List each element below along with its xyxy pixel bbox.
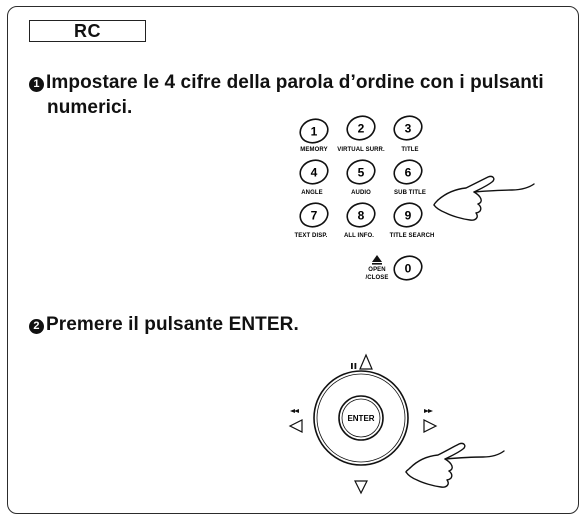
remote-control-tab-label: RC (74, 21, 101, 41)
keypad-button-5[interactable]: 5 AUDIO (344, 157, 378, 196)
keypad-button-7-number: 7 (311, 209, 318, 223)
keypad-button-3-label: TITLE (401, 147, 418, 153)
keypad-button-6[interactable]: 6 SUB TITLE (391, 157, 426, 196)
pause-up-arrow-icon[interactable] (351, 353, 373, 370)
keypad-button-2-number: 2 (358, 122, 365, 136)
keypad-button-1[interactable]: 1 MEMORY (297, 116, 331, 153)
keypad-button-6-number: 6 (405, 166, 412, 180)
keypad-button-1-number: 1 (311, 125, 318, 139)
keypad-button-3[interactable]: 3 TITLE (391, 113, 425, 153)
keypad-button-1-label: MEMORY (300, 147, 327, 153)
keypad-button-7-label: TEXT DISP. (295, 233, 328, 239)
step-2-text: Premere il pulsante ENTER. (46, 314, 299, 335)
keypad-button-3-number: 3 (405, 122, 412, 136)
fast-forward-right-arrow-icon[interactable] (423, 409, 438, 433)
keypad-button-9[interactable]: 9 TITLE SEARCH (390, 200, 435, 239)
keypad-button-8-label: ALL INFO. (344, 233, 374, 239)
enter-button-label: ENTER (347, 414, 374, 423)
keypad-button-8-number: 8 (358, 209, 365, 223)
keypad-button-2[interactable]: 2 VIRTUAL SURR. (337, 113, 385, 153)
keypad-button-2-label: VIRTUAL SURR. (337, 147, 385, 153)
open-label: OPEN (368, 267, 385, 273)
step-1-number-badge: 1 (29, 77, 44, 92)
down-arrow-icon[interactable] (354, 480, 368, 495)
keypad-button-5-label: AUDIO (351, 190, 371, 196)
enter-button[interactable]: ENTER (338, 395, 384, 441)
eject-icon-base (372, 263, 382, 265)
instruction-panel-frame (7, 6, 579, 514)
pointing-hand-icon (433, 175, 535, 221)
pointing-hand-icon (405, 442, 505, 488)
remote-control-tab: RC (29, 20, 146, 42)
keypad-button-0[interactable]: 0 (391, 253, 425, 284)
step-1-text-line-2: numerici. (47, 97, 133, 118)
open-close-button-label[interactable]: OPEN /CLOSE (366, 255, 389, 281)
keypad-button-4-number: 4 (311, 166, 318, 180)
keypad-button-9-label: TITLE SEARCH (390, 233, 435, 239)
keypad-button-6-label: SUB TITLE (394, 190, 426, 196)
keypad-button-0-number: 0 (405, 262, 412, 276)
keypad-button-4[interactable]: 4 ANGLE (297, 157, 331, 196)
keypad-button-8[interactable]: 8 ALL INFO. (344, 200, 378, 239)
close-label: /CLOSE (366, 275, 389, 281)
step-2-number-badge: 2 (29, 319, 44, 334)
keypad-button-5-number: 5 (358, 166, 365, 180)
rewind-left-arrow-icon[interactable] (288, 409, 303, 433)
step-1-text-line-1: Impostare le 4 cifre della parola d’ordi… (46, 72, 544, 93)
keypad-button-4-label: ANGLE (301, 190, 323, 196)
step-1-instruction-continued: numerici. (47, 95, 132, 120)
direction-ring-inner-edge (316, 373, 406, 463)
eject-icon (372, 255, 382, 262)
keypad-button-9-number: 9 (405, 209, 412, 223)
keypad-button-7[interactable]: 7 TEXT DISP. (295, 200, 331, 239)
